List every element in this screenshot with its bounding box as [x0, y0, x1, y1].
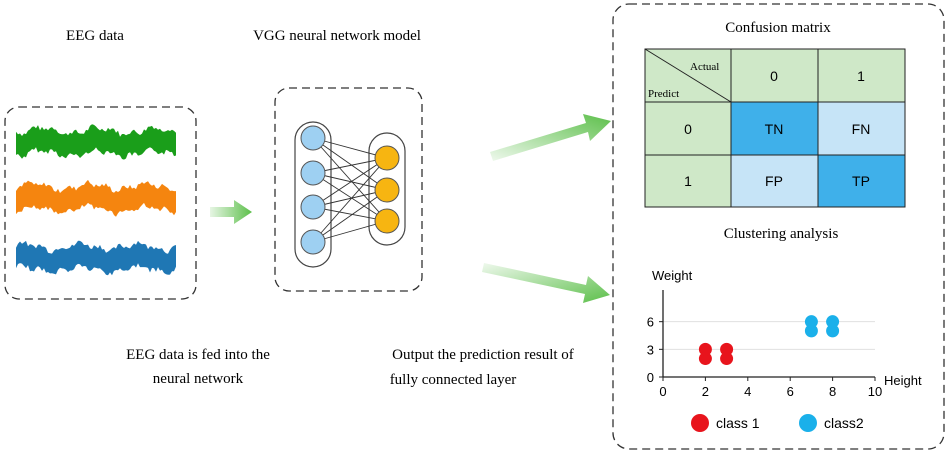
model-title: VGG neural network model	[253, 28, 421, 44]
scatter-point-series2-3	[826, 324, 840, 338]
network-edge	[312, 172, 388, 222]
model-panel-frame	[274, 87, 423, 292]
arrow-to-clustering	[482, 263, 610, 303]
actual-label: Actual	[690, 61, 719, 73]
eeg-title: EEG data	[66, 28, 124, 44]
network-edge	[312, 137, 388, 222]
matrix-col-header-1: 1	[857, 68, 865, 84]
matrix-cell-fp	[730, 154, 819, 208]
network-edge	[312, 157, 388, 243]
matrix-label-tn: TN	[765, 121, 784, 137]
x-tick-label-4: 8	[829, 384, 836, 399]
scatter-point-series1-1	[698, 352, 712, 366]
results-panel-frame	[612, 3, 945, 450]
x-tick-label-1: 2	[702, 384, 709, 399]
matrix-row-header-1: 1	[684, 173, 692, 189]
x-axis-label: Height	[884, 373, 922, 388]
legend-label-1: class 1	[716, 415, 760, 431]
network-edge	[312, 157, 388, 208]
confusion-matrix: Actual Predict 0 1 0 1 TN FN FP TP	[644, 48, 906, 208]
y-tick-label-1: 3	[647, 342, 654, 357]
matrix-row-header-0-cell	[644, 101, 732, 156]
input-node-1	[300, 125, 326, 151]
network-nodes	[300, 125, 400, 255]
output-node-1	[374, 145, 400, 171]
eeg-signal-band-1	[16, 124, 176, 160]
input-node-2	[300, 160, 326, 186]
matrix-label-fp: FP	[765, 173, 783, 189]
matrix-cell-tp	[817, 154, 906, 208]
x-tick-label-5: 10	[868, 384, 882, 399]
clustering-title: Clustering analysis	[724, 226, 839, 242]
matrix-row-header-0: 0	[684, 121, 692, 137]
output-node-3	[374, 208, 400, 234]
output-caption-line2: fully connected layer	[390, 372, 517, 388]
y-tick-label-0: 0	[647, 370, 654, 385]
output-node-2	[374, 177, 400, 203]
network-edge	[312, 206, 388, 222]
network-edge	[312, 137, 388, 191]
eeg-signals	[16, 124, 176, 276]
legend-label-2: class2	[824, 415, 864, 431]
matrix-col-header-0-cell	[730, 48, 819, 103]
clustering-scatter-chart: Weight Height 0 2 4 6 8 10 0 3 6 class 1 class2	[647, 268, 922, 432]
network-edge	[312, 189, 388, 208]
input-node-4	[300, 229, 326, 255]
network-edge	[312, 220, 388, 243]
legend-marker-2	[799, 414, 817, 432]
x-tick-label-2: 4	[744, 384, 751, 399]
network-edge	[312, 189, 388, 243]
network-connections	[312, 137, 388, 243]
output-caption-line1: Output the prediction result of	[392, 347, 574, 363]
confusion-matrix-title: Confusion matrix	[725, 20, 831, 36]
scatter-point-series1-4	[720, 342, 734, 356]
arrow-eeg-to-model	[210, 200, 252, 224]
eeg-signal-band-3	[16, 240, 176, 276]
matrix-label-fn: FN	[852, 121, 871, 137]
network-edge	[312, 137, 388, 159]
scatter-point-series2-4	[826, 315, 840, 329]
scatter-point-series2-2	[804, 315, 818, 329]
eeg-caption-line1: EEG data is fed into the	[126, 347, 270, 363]
matrix-label-tp: TP	[852, 173, 870, 189]
matrix-cell-fn	[817, 101, 906, 156]
scatter-point-series1-3	[720, 352, 734, 366]
x-tick-label-3: 6	[787, 384, 794, 399]
scatter-point-series1-2	[698, 342, 712, 356]
matrix-cell-tn	[730, 101, 819, 156]
network-edge	[312, 172, 388, 191]
matrix-col-header-0: 0	[770, 68, 778, 84]
y-tick-label-2: 6	[647, 315, 654, 330]
matrix-corner-diagonal	[644, 48, 732, 103]
y-axis-label: Weight	[652, 268, 693, 283]
network-edge	[312, 157, 388, 174]
predict-label: Predict	[648, 88, 679, 100]
arrow-to-confusion-matrix	[490, 114, 611, 161]
eeg-caption-line2: neural network	[153, 371, 244, 387]
scatter-point-series2-1	[804, 324, 818, 338]
eeg-signal-band-2	[16, 179, 176, 217]
legend-marker-1	[691, 414, 709, 432]
eeg-panel-frame	[4, 106, 197, 300]
input-node-3	[300, 194, 326, 220]
x-tick-label-0: 0	[659, 384, 666, 399]
